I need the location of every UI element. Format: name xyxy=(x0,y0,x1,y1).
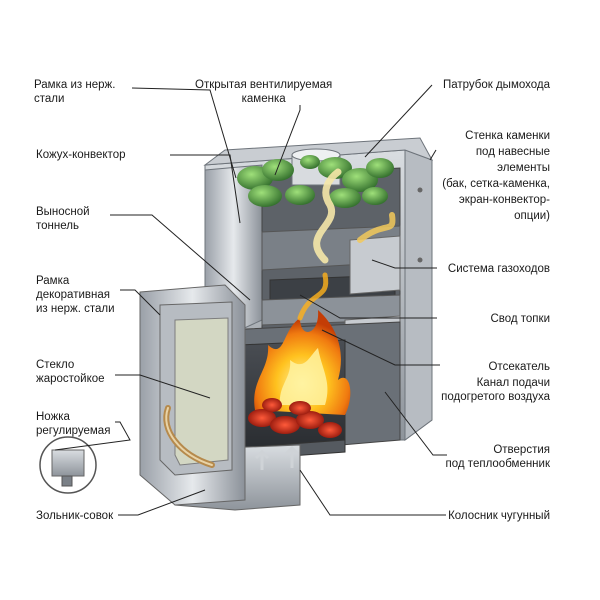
hot-air-flow xyxy=(313,168,342,264)
front-frame xyxy=(139,284,246,506)
burning-coals xyxy=(248,398,342,438)
leader-lines xyxy=(54,84,447,516)
label-ash-pan: Зольник-совок xyxy=(36,510,114,522)
label-frame-steel: Рамка из нерж.стали xyxy=(34,79,116,105)
label-casing-convector: Кожух-конвектор xyxy=(36,149,126,161)
leg-inset xyxy=(39,436,97,494)
label-grate: Колосник чугунный xyxy=(448,510,550,522)
label-firebox-vault: Свод топки xyxy=(490,313,550,325)
label-chimney-pipe: Патрубок дымохода xyxy=(442,79,550,91)
label-cutoff: Отсекатель xyxy=(488,361,550,373)
heater-stones xyxy=(237,155,394,208)
label-gas-system: Система газоходов xyxy=(447,263,550,275)
flames xyxy=(254,272,351,415)
